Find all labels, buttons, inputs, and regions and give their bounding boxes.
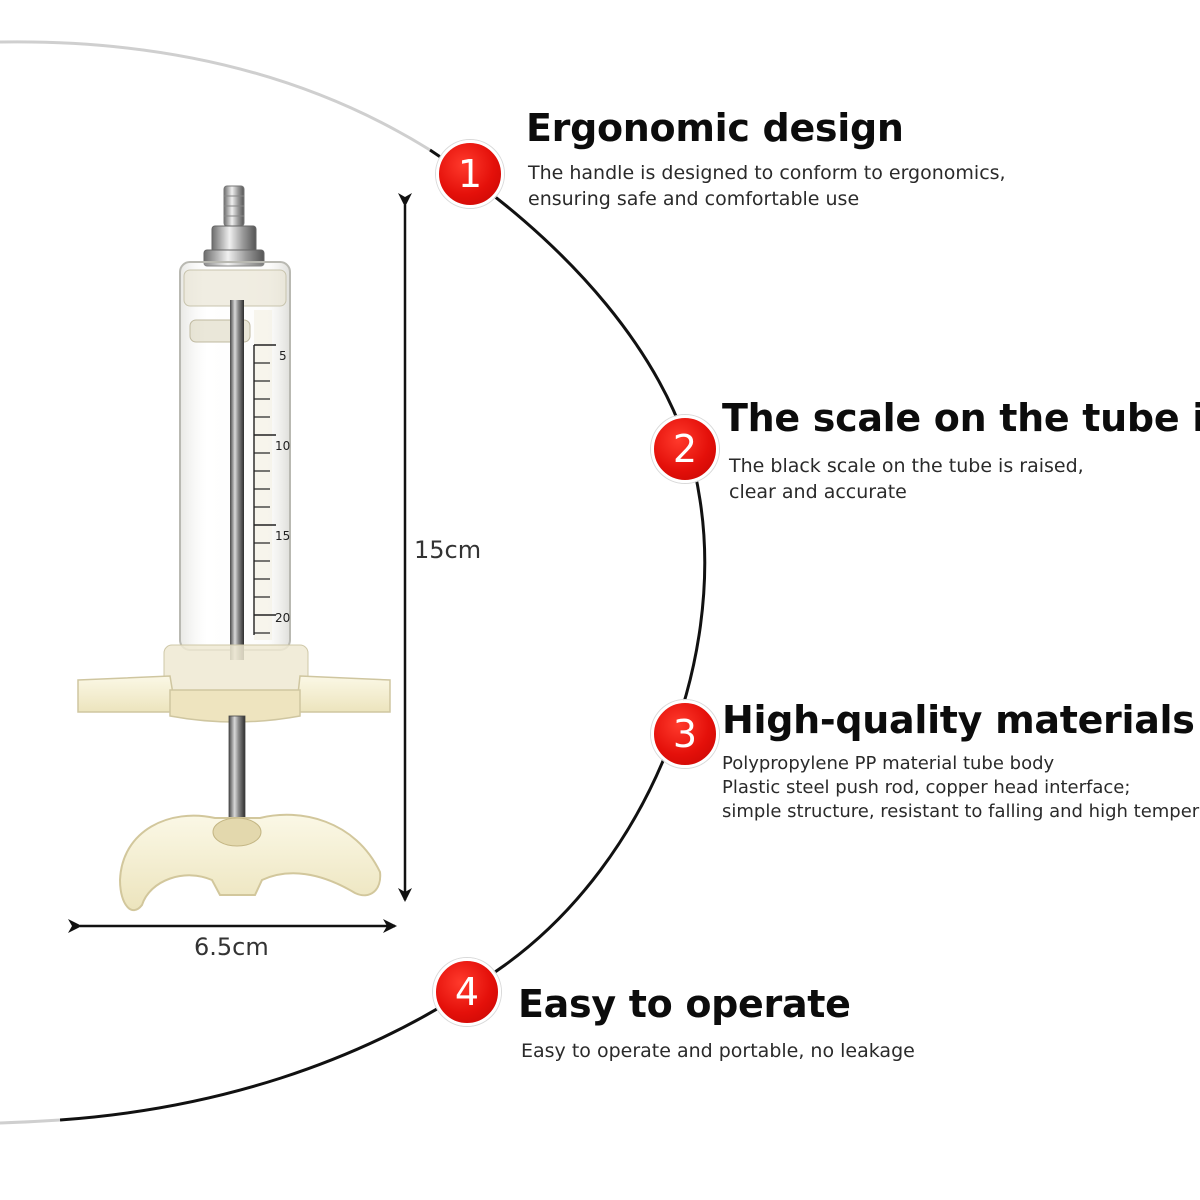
scale-label-10: 10 xyxy=(275,439,290,453)
scale-label-5: 5 xyxy=(279,349,287,363)
feature-number-badge: 1 xyxy=(436,140,504,208)
syringe-nozzle xyxy=(203,185,265,267)
feature-description-line: Polypropylene PP material tube body xyxy=(722,753,1055,774)
scale-ticks xyxy=(253,344,276,635)
decorative-arc xyxy=(0,40,707,1125)
syringe-plunger-rod xyxy=(228,715,246,827)
feature-title: Ergonomic design xyxy=(526,106,904,150)
feature-title: Easy to operate xyxy=(518,982,851,1026)
width-dimension-label: 6.5cm xyxy=(194,933,269,961)
syringe-illustration: 5 10 15 20 xyxy=(77,185,391,912)
feature-description-line: Easy to operate and portable, no leakage xyxy=(521,1040,915,1062)
feature-title: The scale on the tube is xyxy=(722,396,1200,440)
feature-number-badge: 4 xyxy=(433,958,501,1026)
feature-description: Polypropylene PP material tube body Plas… xyxy=(722,752,1200,824)
syringe-barrel: 5 10 15 20 xyxy=(179,261,291,660)
feature-number-badge: 2 xyxy=(651,415,719,483)
feature-description-line: simple structure, resistant to falling a… xyxy=(722,801,1200,822)
feature-description-line: The handle is designed to conform to erg… xyxy=(528,162,1006,184)
syringe-finger-flange xyxy=(77,644,391,723)
feature-description-line: clear and accurate xyxy=(729,481,907,503)
feature-description: Easy to operate and portable, no leakage xyxy=(521,1038,915,1064)
feature-description: The handle is designed to conform to erg… xyxy=(528,160,1006,212)
feature-description-line: The black scale on the tube is raised, xyxy=(729,455,1084,477)
scale-label-15: 15 xyxy=(275,529,290,543)
feature-description-line: ensuring safe and comfortable use xyxy=(528,188,860,210)
feature-description-line: Plastic steel push rod, copper head inte… xyxy=(722,777,1131,798)
feature-number-badge: 3 xyxy=(651,700,719,768)
syringe-handle xyxy=(118,813,382,912)
height-dimension-label: 15cm xyxy=(414,536,482,564)
scale-label-20: 20 xyxy=(275,611,290,625)
feature-description: The black scale on the tube is raised, c… xyxy=(729,453,1084,505)
feature-title: High-quality materials xyxy=(722,698,1195,742)
